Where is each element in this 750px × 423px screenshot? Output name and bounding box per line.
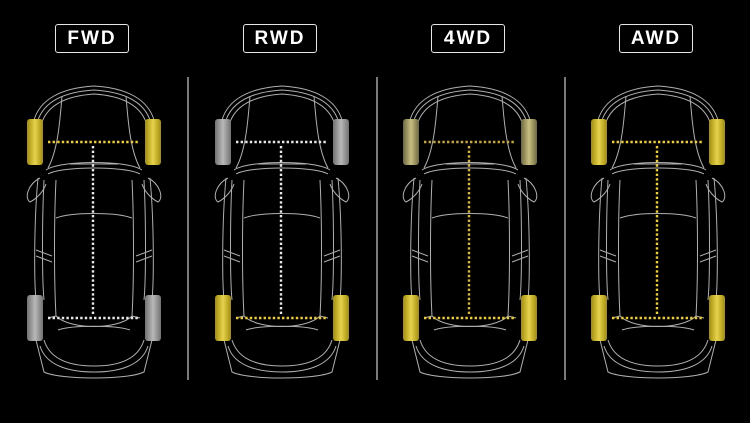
car-topview-icon bbox=[590, 85, 726, 379]
front-tires bbox=[27, 119, 161, 165]
front-tires bbox=[591, 119, 725, 165]
car-body-outline bbox=[402, 85, 538, 379]
drivetrain-panel-rwd: RWD bbox=[188, 0, 376, 423]
car-topview-icon bbox=[402, 85, 538, 379]
drivetrain-label: 4WD bbox=[431, 24, 505, 53]
panel-divider bbox=[376, 77, 378, 380]
drivetrain-panel-fwd: FWD bbox=[0, 0, 188, 423]
car-body-outline bbox=[590, 85, 726, 379]
rear-tires bbox=[403, 295, 537, 341]
panel-divider bbox=[564, 77, 566, 380]
rear-tires bbox=[215, 295, 349, 341]
front-tires bbox=[403, 119, 537, 165]
drivetrain-label: RWD bbox=[243, 24, 317, 53]
front-tires bbox=[215, 119, 349, 165]
rear-tires bbox=[27, 295, 161, 341]
drivetrain-label: AWD bbox=[619, 24, 693, 53]
car-body-outline bbox=[26, 85, 162, 379]
drivetrain-label: FWD bbox=[55, 24, 129, 53]
car-body-outline bbox=[214, 85, 350, 379]
car-topview-icon bbox=[26, 85, 162, 379]
drivetrain-panel-awd: AWD bbox=[564, 0, 750, 423]
drivetrain-panel-4wd: 4WD bbox=[376, 0, 564, 423]
rear-tires bbox=[591, 295, 725, 341]
car-topview-icon bbox=[214, 85, 350, 379]
panel-divider bbox=[187, 77, 189, 380]
